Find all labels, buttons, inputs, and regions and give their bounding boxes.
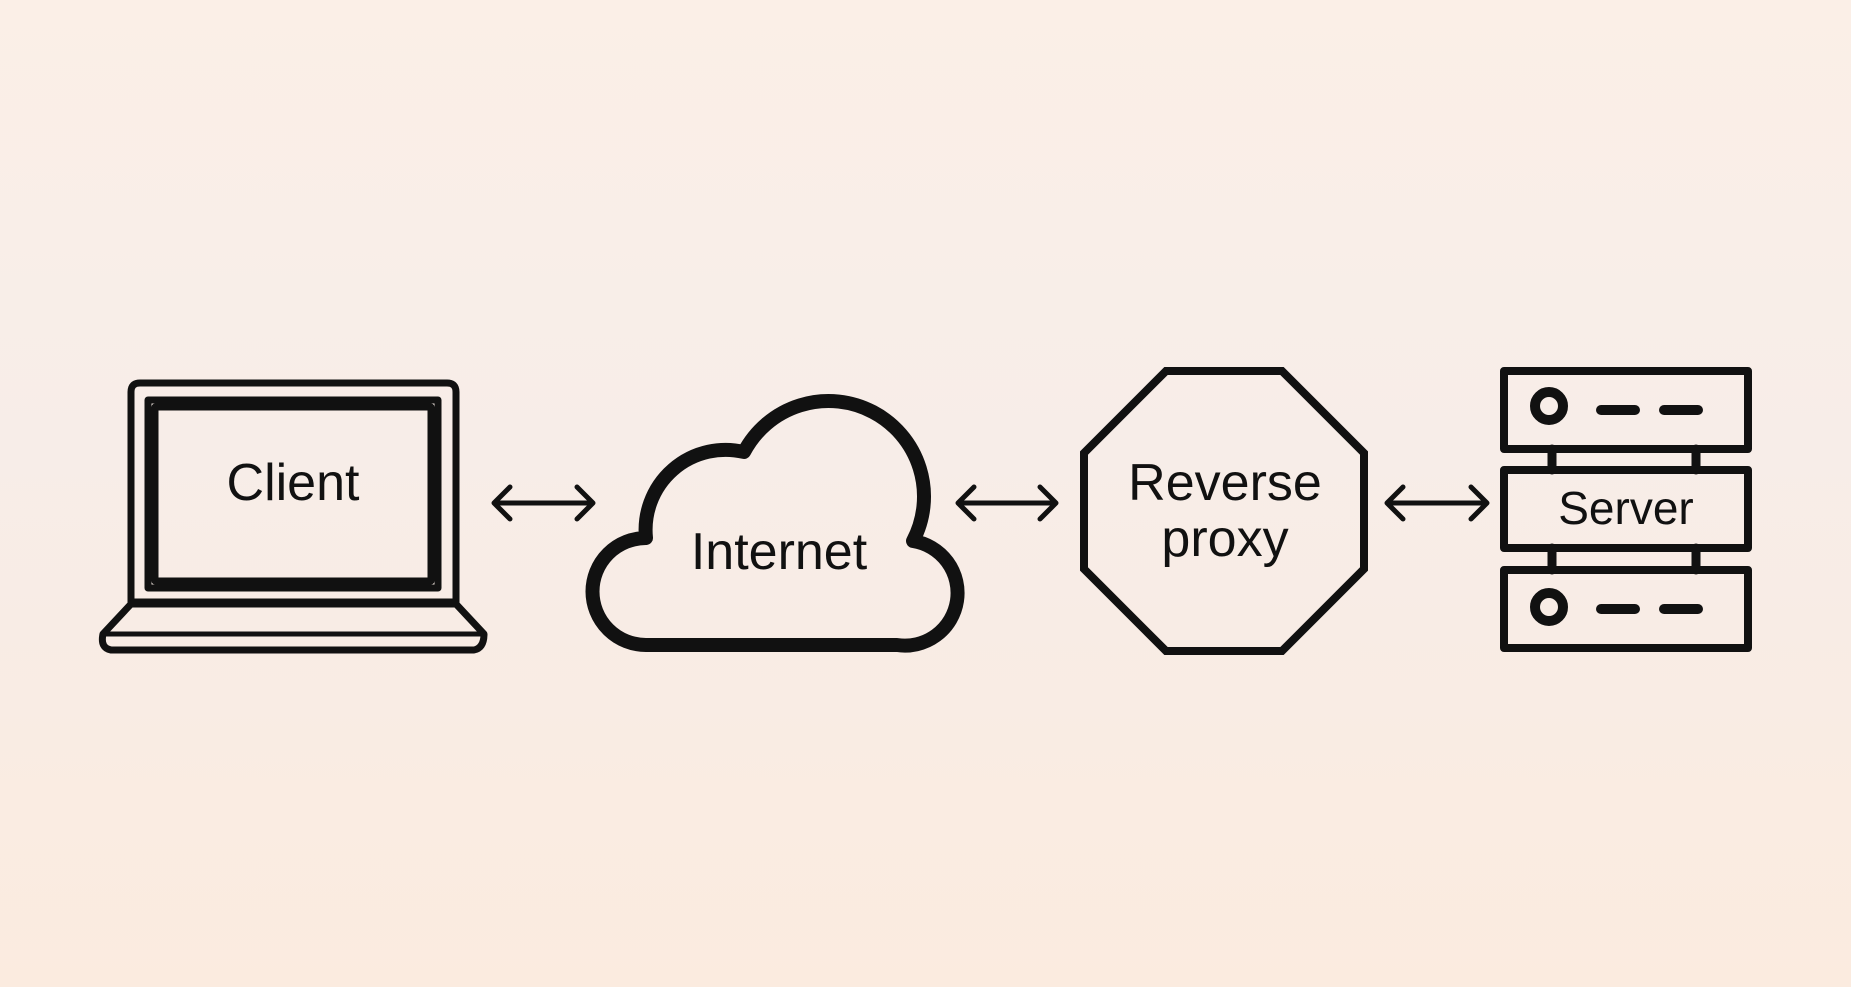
reverse-proxy-label-line2: proxy xyxy=(1161,510,1288,568)
server-rack-icon xyxy=(1500,367,1752,652)
arrow-internet-proxy xyxy=(955,484,1059,522)
laptop-base xyxy=(98,600,488,654)
client-label: Client xyxy=(227,454,360,512)
arrow-client-internet xyxy=(491,484,596,522)
reverse-proxy-label-line1: Reverse xyxy=(1128,454,1322,512)
laptop-lid xyxy=(127,379,460,606)
laptop-screen xyxy=(151,403,435,585)
server-led-top xyxy=(1530,387,1568,425)
laptop-screen-bezel xyxy=(144,396,442,592)
laptop-icon xyxy=(98,379,488,654)
internet-label: Internet xyxy=(691,523,868,581)
arrow-proxy-server xyxy=(1384,484,1490,522)
cloud-icon xyxy=(585,394,965,653)
server-label: Server xyxy=(1558,482,1693,534)
server-unit-top xyxy=(1500,367,1752,453)
server-unit-middle xyxy=(1500,466,1752,552)
octagon-icon xyxy=(1080,367,1368,655)
server-led-bottom xyxy=(1530,588,1568,626)
server-unit-bottom xyxy=(1500,566,1752,652)
